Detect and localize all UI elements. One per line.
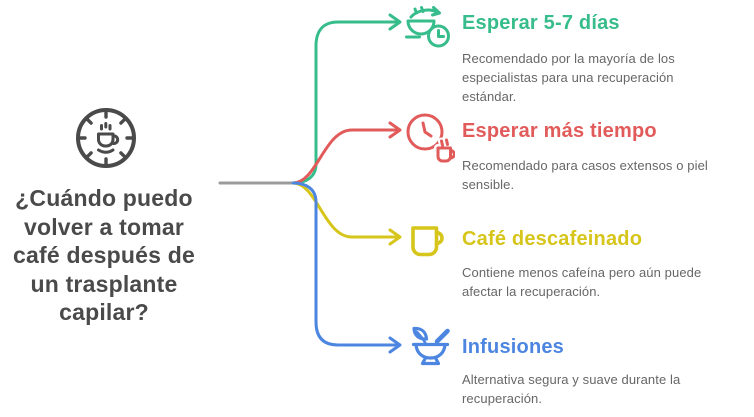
branch-line-4 bbox=[291, 181, 400, 347]
herbal-mortar-icon bbox=[411, 326, 450, 366]
branch-arrowhead-3 bbox=[388, 228, 402, 246]
branch-description: Contiene menos cafeína pero aún puede af… bbox=[462, 265, 702, 299]
branch-description: Recomendado para casos extensos o piel s… bbox=[462, 158, 708, 192]
branch-arrowhead-2 bbox=[388, 121, 402, 139]
branch-line-3 bbox=[291, 181, 400, 239]
clock-with-mug-icon bbox=[406, 113, 455, 163]
root-question-title: ¿Cuándo puedo volver a tomar café despué… bbox=[13, 185, 195, 325]
branch-title: Infusiones bbox=[462, 336, 565, 358]
branch-line-2 bbox=[291, 128, 400, 185]
coffee-clock-dial-icon bbox=[76, 108, 136, 168]
branch-description: Recomendado por la mayoría de los especi… bbox=[462, 51, 675, 104]
branch-line-1 bbox=[291, 20, 400, 185]
branch-title: Esperar 5-7 días bbox=[462, 12, 620, 34]
mug-icon bbox=[411, 226, 444, 257]
branch-description: Alternativa segura y suave durante la re… bbox=[462, 372, 681, 406]
branch-title: Café descafeinado bbox=[462, 228, 643, 250]
branch-title: Esperar más tiempo bbox=[462, 120, 657, 142]
coffee-cup-timer-icon bbox=[405, 6, 450, 48]
branch-arrowhead-4 bbox=[388, 336, 402, 354]
branch-arrowhead-1 bbox=[388, 13, 402, 31]
